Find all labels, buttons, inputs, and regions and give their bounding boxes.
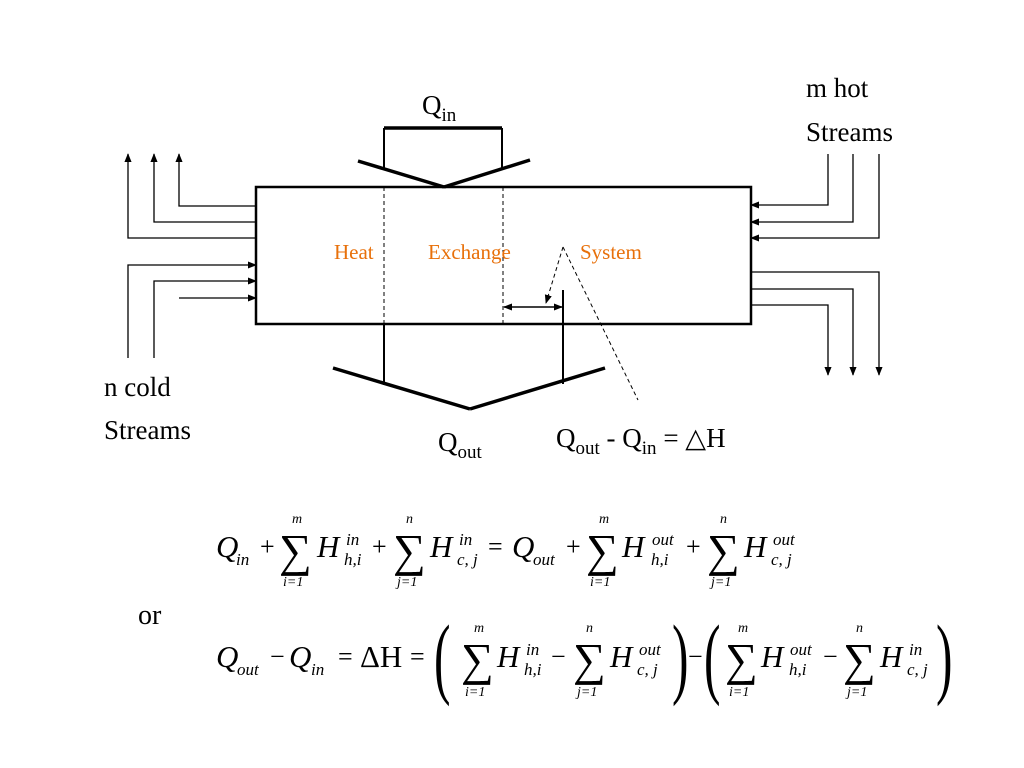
svg-text:∑: ∑ — [843, 634, 876, 685]
svg-text:=: = — [338, 642, 353, 671]
hot-stream-outlets — [751, 271, 883, 376]
svg-text:): ) — [672, 606, 688, 706]
svg-text:h,i: h,i — [524, 660, 542, 679]
svg-text:in: in — [236, 550, 249, 569]
svg-text:∑: ∑ — [461, 634, 494, 685]
svg-text:j=1: j=1 — [845, 685, 867, 700]
cold-stream-inlets — [127, 261, 257, 358]
svg-text:i=1: i=1 — [465, 685, 485, 700]
svg-text:m: m — [599, 512, 609, 527]
svg-text:H: H — [316, 529, 341, 564]
svg-text:+: + — [372, 532, 387, 561]
svg-text:out: out — [773, 530, 796, 549]
svg-text:ΔH: ΔH — [360, 639, 402, 674]
svg-text:c, j: c, j — [907, 660, 928, 679]
svg-text:h,i: h,i — [789, 660, 807, 679]
svg-text:h,i: h,i — [651, 550, 669, 569]
energy-balance-label: Qout - Qin = △H — [556, 423, 726, 459]
svg-text:n: n — [406, 512, 413, 527]
svg-text:m: m — [738, 621, 748, 636]
hot-streams-line2: Streams — [806, 117, 893, 147]
svg-text:∑: ∑ — [586, 525, 619, 576]
svg-text:m: m — [474, 621, 484, 636]
system-word-heat: Heat — [334, 240, 374, 264]
svg-text:Q: Q — [216, 639, 238, 674]
svg-text:i=1: i=1 — [590, 575, 610, 590]
svg-text:j=1: j=1 — [575, 685, 597, 700]
cold-streams-line2: Streams — [104, 415, 191, 445]
svg-text:out: out — [652, 530, 675, 549]
hot-streams-line1: m hot — [806, 73, 869, 103]
svg-text:Q: Q — [289, 639, 311, 674]
equation-2: Q out − Q in = ΔH = ( m ∑ i=1 H in h,i −… — [216, 606, 952, 706]
dashed-guides — [383, 187, 639, 401]
svg-text:n: n — [856, 621, 863, 636]
svg-text:∑: ∑ — [707, 525, 740, 576]
cold-streams-line1: n cold — [104, 372, 171, 402]
svg-text:in: in — [909, 640, 922, 659]
svg-text:Q: Q — [216, 529, 238, 564]
svg-text:−: − — [270, 642, 285, 671]
svg-text:∑: ∑ — [725, 634, 758, 685]
svg-text:H: H — [743, 529, 768, 564]
svg-text:=: = — [410, 642, 425, 671]
svg-text:j=1: j=1 — [395, 575, 417, 590]
svg-text:∑: ∑ — [279, 525, 312, 576]
svg-text:=: = — [488, 532, 503, 561]
svg-text:(: ( — [434, 606, 450, 706]
svg-text:H: H — [621, 529, 646, 564]
svg-text:H: H — [879, 639, 904, 674]
svg-text:∑: ∑ — [573, 634, 606, 685]
svg-text:in: in — [346, 530, 359, 549]
svg-text:c, j: c, j — [457, 550, 478, 569]
q-out-label: Qout — [438, 427, 483, 463]
svg-text:(: ( — [704, 606, 720, 706]
svg-text:−: − — [688, 642, 703, 671]
svg-text:in: in — [459, 530, 472, 549]
cold-stream-outlets — [124, 153, 256, 239]
system-word-system: System — [580, 240, 642, 264]
svg-text:c, j: c, j — [637, 660, 658, 679]
svg-text:i=1: i=1 — [729, 685, 749, 700]
svg-text:i=1: i=1 — [283, 575, 303, 590]
svg-text:out: out — [639, 640, 662, 659]
svg-text:out: out — [533, 550, 556, 569]
svg-text:n: n — [720, 512, 727, 527]
system-word-exchange: Exchange — [428, 240, 511, 264]
hot-stream-inlets — [750, 154, 880, 242]
svg-text:h,i: h,i — [344, 550, 362, 569]
svg-text:in: in — [526, 640, 539, 659]
svg-text:c, j: c, j — [771, 550, 792, 569]
svg-text:H: H — [609, 639, 634, 674]
svg-text:out: out — [237, 660, 260, 679]
q-out-symbol — [332, 290, 606, 411]
svg-text:+: + — [566, 532, 581, 561]
svg-text:out: out — [790, 640, 813, 659]
svg-text:): ) — [936, 606, 952, 706]
svg-text:Q: Q — [512, 529, 534, 564]
svg-text:−: − — [551, 642, 566, 671]
svg-text:m: m — [292, 512, 302, 527]
svg-text:j=1: j=1 — [709, 575, 731, 590]
svg-text:−: − — [823, 642, 838, 671]
svg-text:H: H — [760, 639, 785, 674]
svg-text:+: + — [686, 532, 701, 561]
svg-text:H: H — [496, 639, 521, 674]
svg-text:∑: ∑ — [393, 525, 426, 576]
or-connector: or — [138, 600, 162, 631]
q-in-symbol — [357, 126, 531, 189]
svg-text:+: + — [260, 532, 275, 561]
svg-text:in: in — [311, 660, 324, 679]
svg-text:H: H — [429, 529, 454, 564]
svg-text:n: n — [586, 621, 593, 636]
equation-1: Q in + m ∑ i=1 H in h,i + n ∑ j=1 H in c… — [216, 512, 796, 590]
q-in-label: Qin — [422, 90, 457, 126]
